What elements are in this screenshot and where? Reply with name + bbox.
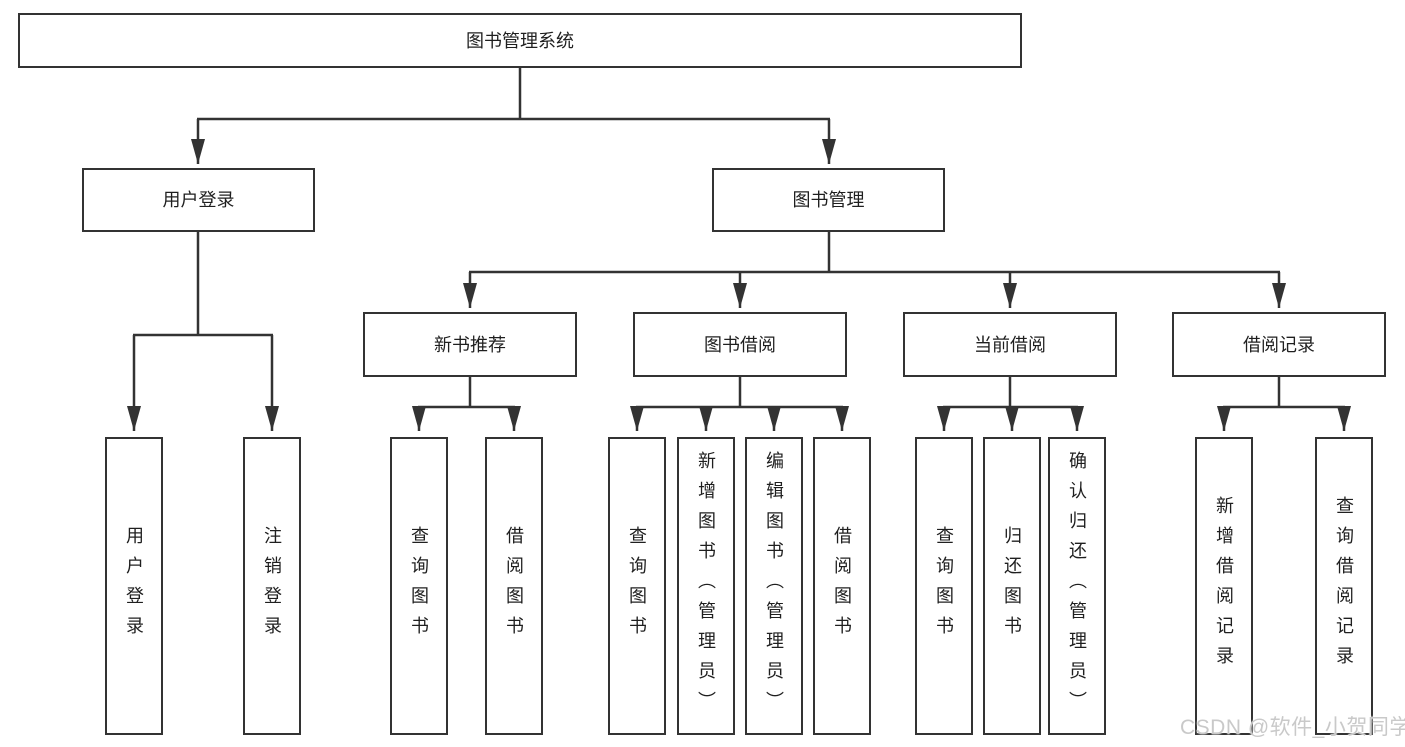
leaf-query-books-recommend: 查询图书 bbox=[390, 437, 448, 735]
leaf-return-books: 归还图书 bbox=[983, 437, 1041, 735]
leaf-query-borrow-record: 查询借阅记录 bbox=[1315, 437, 1373, 735]
node-library-management-system: 图书管理系统 bbox=[18, 13, 1022, 68]
node-book-management: 图书管理 bbox=[712, 168, 945, 232]
leaf-add-borrow-record: 新增借阅记录 bbox=[1195, 437, 1253, 735]
node-book-borrow: 图书借阅 bbox=[633, 312, 847, 377]
leaf-edit-book-admin: 编辑图书（管理员） bbox=[745, 437, 803, 735]
leaf-user-login: 用户登录 bbox=[105, 437, 163, 735]
node-user-login: 用户登录 bbox=[82, 168, 315, 232]
leaf-add-book-admin: 新增图书（管理员） bbox=[677, 437, 735, 735]
leaf-logout: 注销登录 bbox=[243, 437, 301, 735]
leaf-query-books-current: 查询图书 bbox=[915, 437, 973, 735]
leaf-confirm-return-admin: 确认归还（管理员） bbox=[1048, 437, 1106, 735]
leaf-borrow-books-recommend: 借阅图书 bbox=[485, 437, 543, 735]
node-current-borrow: 当前借阅 bbox=[903, 312, 1117, 377]
node-new-book-recommend: 新书推荐 bbox=[363, 312, 577, 377]
leaf-query-books-borrow: 查询图书 bbox=[608, 437, 666, 735]
leaf-borrow-books: 借阅图书 bbox=[813, 437, 871, 735]
node-borrow-records: 借阅记录 bbox=[1172, 312, 1386, 377]
